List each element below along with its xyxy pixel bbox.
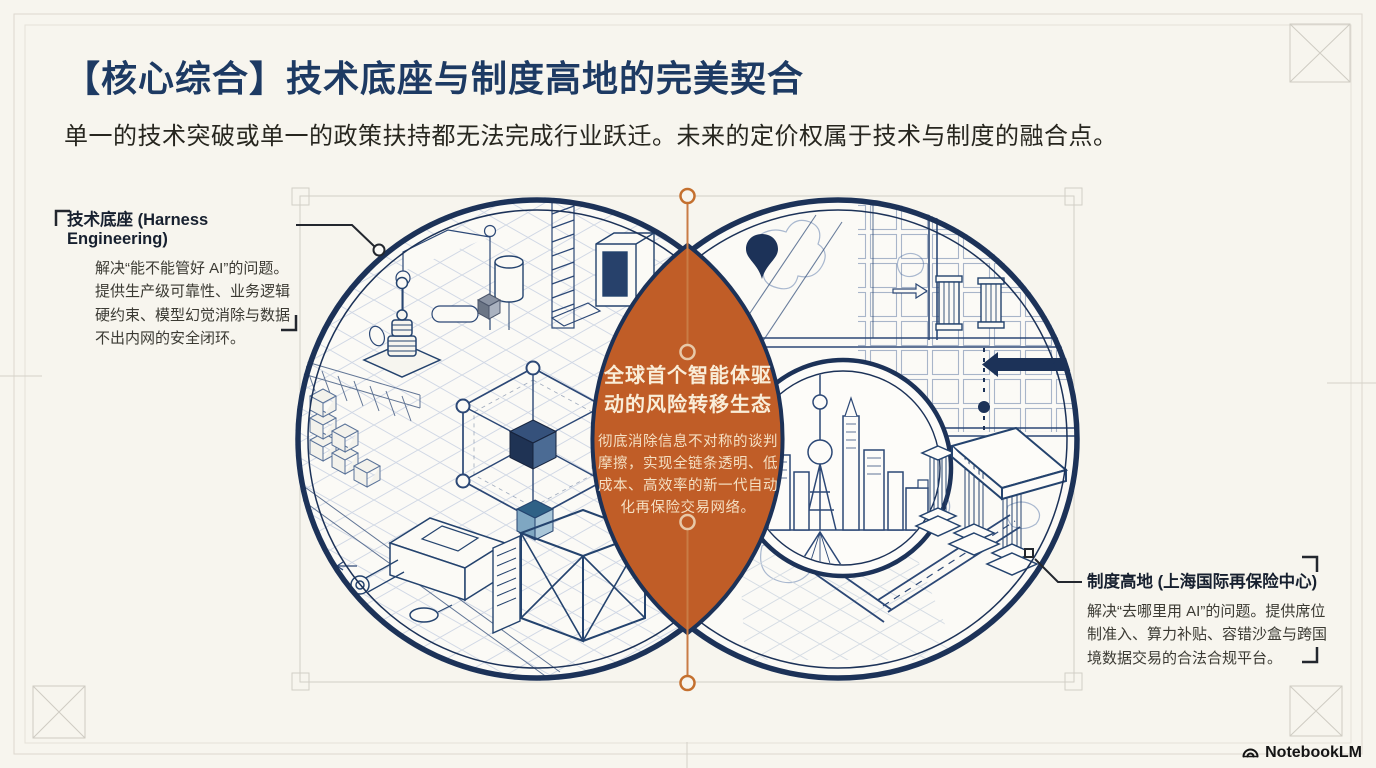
map-pin-icon — [746, 234, 778, 279]
annotation-brackets — [54, 209, 1319, 664]
center-axis — [679, 187, 696, 692]
right-annotation-body: 解决“去哪里用 AI”的问题。提供席位制准入、算力补贴、容错沙盒与跨国境数据交易… — [1087, 603, 1328, 667]
watermark-label: NotebookLM — [1265, 743, 1362, 761]
page-subtitle: 单一的技术突破或单一的政策扶持都无法完成行业跃迁。未来的定价权属于技术与制度的融… — [64, 123, 1118, 150]
watermark: NotebookLM — [1241, 743, 1362, 762]
lens-title-line1: 全球首个智能体驱 — [604, 365, 772, 387]
annotation-connectors — [296, 224, 1082, 583]
page-frame — [0, 13, 1376, 768]
lens-title-line2: 动的风险转移生态 — [604, 394, 772, 416]
left-annotation: 技术底座 (Harness Engineering) 解决“能不能管好 AI”的… — [67, 206, 299, 350]
left-annotation-title: 技术底座 (Harness Engineering) — [67, 211, 209, 248]
lens-body: 彻底消除信息不对称的谈判摩擦，实现全链条透明、低成本、高效率的新一代自动化再保险… — [598, 434, 778, 517]
right-annotation: 制度高地 (上海国际再保险中心) 解决“去哪里用 AI”的问题。提供席位制准入、… — [1087, 568, 1332, 670]
right-annotation-title: 制度高地 (上海国际再保险中心) — [1087, 573, 1318, 591]
left-annotation-body: 解决“能不能管好 AI”的问题。提供生产级可靠性、业务逻辑硬约束、模型幻觉消除与… — [95, 260, 291, 347]
lens-text-block: 全球首个智能体驱 动的风险转移生态 彻底消除信息不对称的谈判摩擦，实现全链条透明… — [592, 362, 784, 519]
page-title: 【核心综合】技术底座与制度高地的完美契合 — [64, 58, 805, 99]
notebooklm-logo-icon — [1242, 748, 1259, 758]
